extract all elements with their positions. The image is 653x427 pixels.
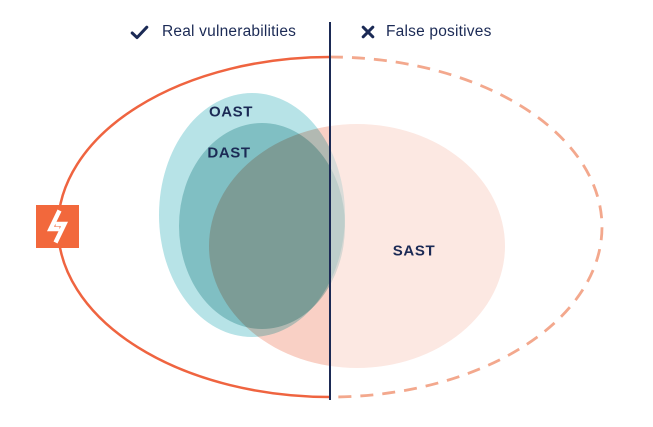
sast-label: SAST [392, 242, 436, 260]
false-positive-veil [331, 44, 653, 427]
oast-label: OAST [208, 103, 254, 121]
lightning-icon [46, 209, 69, 244]
check-icon [130, 25, 149, 40]
header-false-positives: False positives [361, 22, 492, 42]
header-real-vulnerabilities: Real vulnerabilities [130, 22, 296, 42]
header-right-label: False positives [386, 23, 492, 40]
dast-label: DAST [207, 144, 251, 162]
header-left-label: Real vulnerabilities [162, 23, 297, 40]
x-icon [361, 25, 375, 39]
lightning-badge [36, 205, 79, 248]
coverage-ellipse-dashed-arc [329, 55, 604, 399]
venn-dast-ellipse [179, 123, 345, 329]
